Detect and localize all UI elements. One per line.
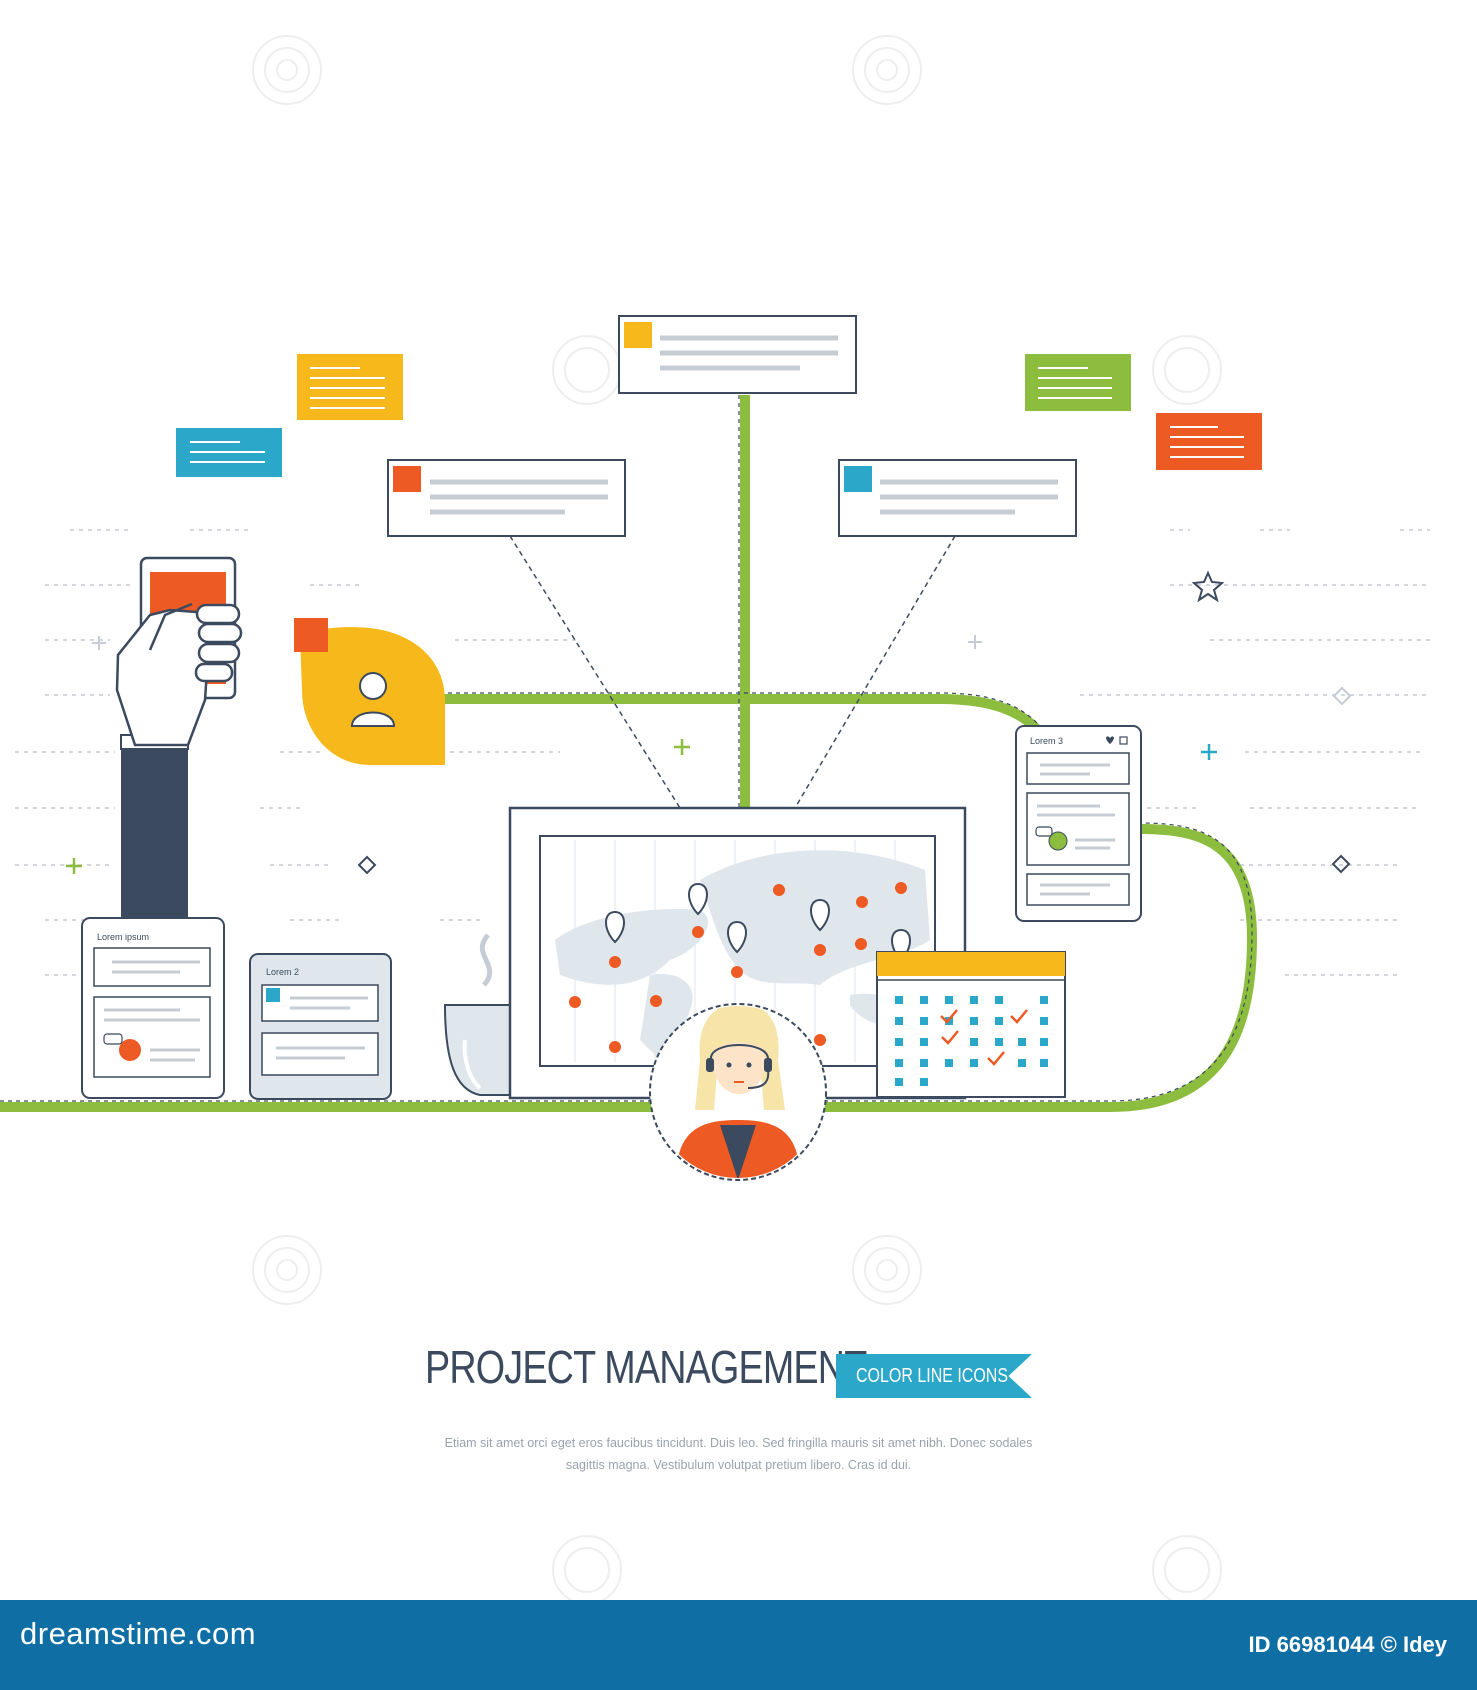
decor-marks (66, 570, 1352, 875)
description-line-1: Etiam sit amet orci eget eros faucibus t… (444, 1436, 1033, 1450)
heart-icon (1106, 736, 1114, 744)
badge-label: COLOR LINE ICONS (856, 1365, 1009, 1387)
diamond-icon (357, 855, 377, 875)
check-icon (987, 1051, 1005, 1066)
calendar-mini-icon (1119, 736, 1128, 745)
plus-icon (66, 858, 82, 874)
color-line-icons-badge: COLOR LINE ICONS (836, 1354, 1032, 1398)
diamond-icon (1331, 854, 1351, 874)
star-icon (1191, 570, 1225, 603)
plus-icon (1201, 744, 1217, 760)
tablet-middle: Lorem 2 (249, 953, 392, 1100)
sticky-note-yellow (297, 354, 403, 420)
image-id: ID 66981044 © Idey (1248, 1632, 1447, 1657)
watermark-spirals (252, 35, 1222, 1605)
check-icon (941, 1030, 959, 1045)
plus-icon (674, 739, 690, 755)
sticky-note-blue (176, 428, 282, 477)
plus-icon (968, 635, 982, 649)
map-pin-icon (605, 910, 625, 944)
calendar (876, 951, 1066, 1098)
tablet-left: Lorem ipsum (81, 917, 225, 1099)
support-agent-avatar (649, 1003, 827, 1181)
note-card-top (618, 315, 857, 394)
map-pin-icon (688, 882, 708, 916)
coffee-cup (443, 933, 511, 1096)
note-card-right (838, 459, 1077, 537)
user-bubble (294, 618, 445, 765)
connector-lines (509, 535, 956, 809)
description-line-2: sagittis magna. Vestibulum volutpat pret… (565, 1458, 912, 1472)
tablet-left-label: Lorem ipsum (97, 932, 149, 942)
sticky-note-orange (1156, 413, 1262, 470)
phone-right-label: Lorem 3 (1030, 736, 1063, 746)
map-pin-icon (810, 898, 830, 932)
brand-logo: dreamstime.com (20, 1616, 257, 1651)
tablet-middle-label: Lorem 2 (266, 967, 299, 977)
headline-title: PROJECT MANAGEMENT (425, 1341, 867, 1393)
check-icon (940, 1009, 958, 1024)
plus-icon (92, 636, 106, 650)
sticky-note-green (1025, 354, 1131, 411)
footer-bar: dreamstime.com ID 66981044 © Idey (0, 1600, 1477, 1690)
phone-right: Lorem 3 (1015, 725, 1142, 922)
check-icon (1010, 1009, 1028, 1024)
note-card-left (387, 459, 626, 537)
description: Etiam sit amet orci eget eros faucibus t… (380, 1432, 1097, 1476)
diamond-icon (1332, 686, 1352, 706)
hand-holding-phone (115, 556, 243, 920)
map-pin-icon (727, 920, 747, 954)
